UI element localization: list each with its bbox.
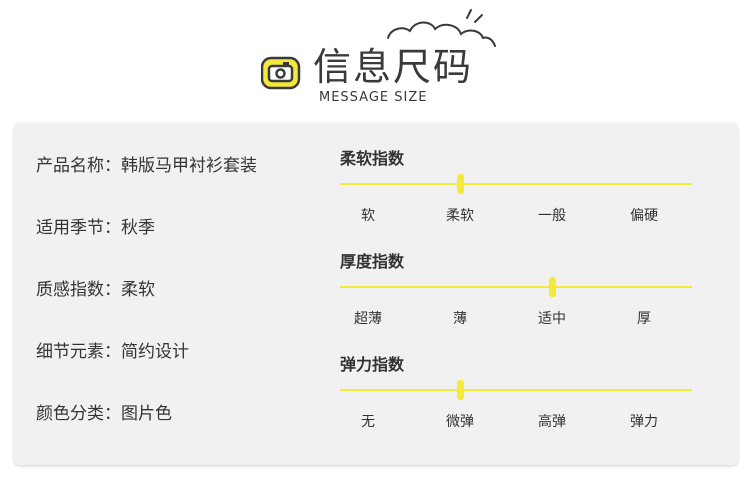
scale-marker [456, 380, 464, 400]
camera-icon [261, 56, 301, 90]
scale-option: 无 [361, 414, 375, 430]
scale-option: 微弹 [446, 414, 474, 430]
thickness-scale: 厚度指数 超薄 薄 适中 厚 [340, 248, 700, 351]
info-card: 产品名称：韩版马甲衬衫套装 适用季节：秋季 质感指数：柔软 细节元素：简约设计 … [14, 123, 738, 465]
info-value: 柔软 [121, 280, 155, 300]
scale-track [340, 389, 692, 391]
info-label: 产品名称： [36, 156, 121, 176]
scale-option: 适中 [538, 311, 566, 327]
info-value: 韩版马甲衬衫套装 [121, 156, 257, 176]
scale-track [340, 183, 692, 185]
scale-option: 柔软 [446, 208, 474, 224]
softness-scale: 柔软指数 软 柔软 一般 偏硬 [340, 145, 700, 248]
scale-marker [548, 277, 556, 297]
info-label: 细节元素： [36, 342, 121, 362]
index-scales: 柔软指数 软 柔软 一般 偏硬 厚度指数 超薄 薄 适中 厚 弹力指数 [340, 145, 700, 454]
product-info-list: 产品名称：韩版马甲衬衫套装 适用季节：秋季 质感指数：柔软 细节元素：简约设计 … [36, 153, 257, 463]
scale-track [340, 286, 692, 288]
scale-labels: 超薄 薄 适中 厚 [340, 308, 692, 328]
scale-option: 厚 [637, 311, 651, 327]
scale-option: 一般 [538, 208, 566, 224]
scale-title: 厚度指数 [340, 252, 405, 271]
info-row-texture: 质感指数：柔软 [36, 277, 257, 339]
scale-option: 薄 [453, 311, 467, 327]
scale-option: 弹力 [630, 414, 658, 430]
info-row-season: 适用季节：秋季 [36, 215, 257, 277]
scale-option: 软 [361, 208, 375, 224]
scale-marker [456, 174, 464, 194]
info-row-product-name: 产品名称：韩版马甲衬衫套装 [36, 153, 257, 215]
page-header: 信息尺码 MESSAGE SIZE [0, 0, 750, 115]
scale-title: 弹力指数 [340, 355, 405, 374]
info-value: 秋季 [121, 218, 155, 238]
info-row-details: 细节元素：简约设计 [36, 339, 257, 401]
page-subtitle: MESSAGE SIZE [319, 90, 428, 105]
page-title: 信息尺码 [313, 45, 474, 89]
info-label: 颜色分类： [36, 404, 121, 424]
elasticity-scale: 弹力指数 无 微弹 高弹 弹力 [340, 351, 700, 454]
info-label: 质感指数： [36, 280, 121, 300]
info-value: 简约设计 [121, 342, 189, 362]
info-value: 图片色 [121, 404, 172, 424]
info-label: 适用季节： [36, 218, 121, 238]
scale-labels: 软 柔软 一般 偏硬 [340, 205, 692, 225]
scale-title: 柔软指数 [340, 149, 405, 168]
scale-option: 偏硬 [630, 208, 658, 224]
scale-labels: 无 微弹 高弹 弹力 [340, 411, 692, 431]
info-row-color: 颜色分类：图片色 [36, 401, 257, 463]
scale-option: 高弹 [538, 414, 566, 430]
cloud-icon [387, 9, 496, 47]
scale-option: 超薄 [354, 311, 382, 327]
